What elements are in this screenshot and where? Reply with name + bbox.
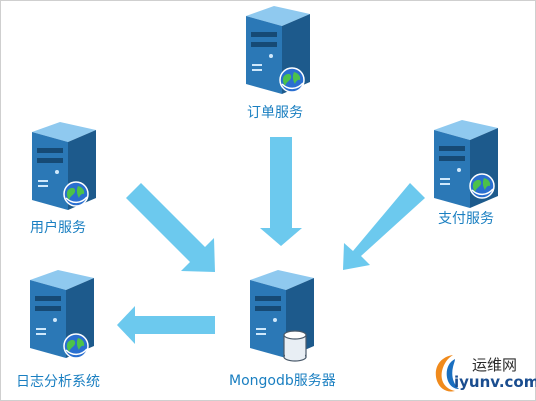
order-service-node: [240, 4, 316, 96]
payment-service-label: 支付服务: [438, 211, 494, 227]
log-analysis-label: 日志分析系统: [16, 374, 100, 390]
globe-icon: [279, 67, 305, 93]
order-service-label: 订单服务: [247, 105, 303, 121]
server-icon: [32, 122, 96, 210]
watermark-url[interactable]: iyunv.com: [454, 373, 536, 391]
globe-icon: [469, 173, 495, 199]
watermark: 运维网 iyunv.com: [431, 351, 536, 397]
user-service-label: 用户服务: [30, 220, 86, 236]
mongodb-server-label: Mongodb服务器: [229, 373, 336, 389]
watermark-logo-icon: [435, 355, 459, 392]
arrow-mongodb-to-log: [117, 306, 215, 344]
arrow-payment-to-mongodb: [343, 183, 425, 270]
payment-service-node: [428, 118, 504, 210]
log-analysis-node: [24, 268, 100, 360]
arrow-order-to-mongodb: [260, 137, 302, 246]
globe-icon: [63, 333, 89, 359]
database-icon: [283, 330, 307, 362]
watermark-name: 运维网: [472, 356, 518, 374]
user-service-node: [26, 120, 102, 212]
globe-icon: [63, 181, 89, 207]
mongodb-server-node: [244, 268, 320, 362]
arrow-user-to-mongodb: [126, 183, 215, 272]
